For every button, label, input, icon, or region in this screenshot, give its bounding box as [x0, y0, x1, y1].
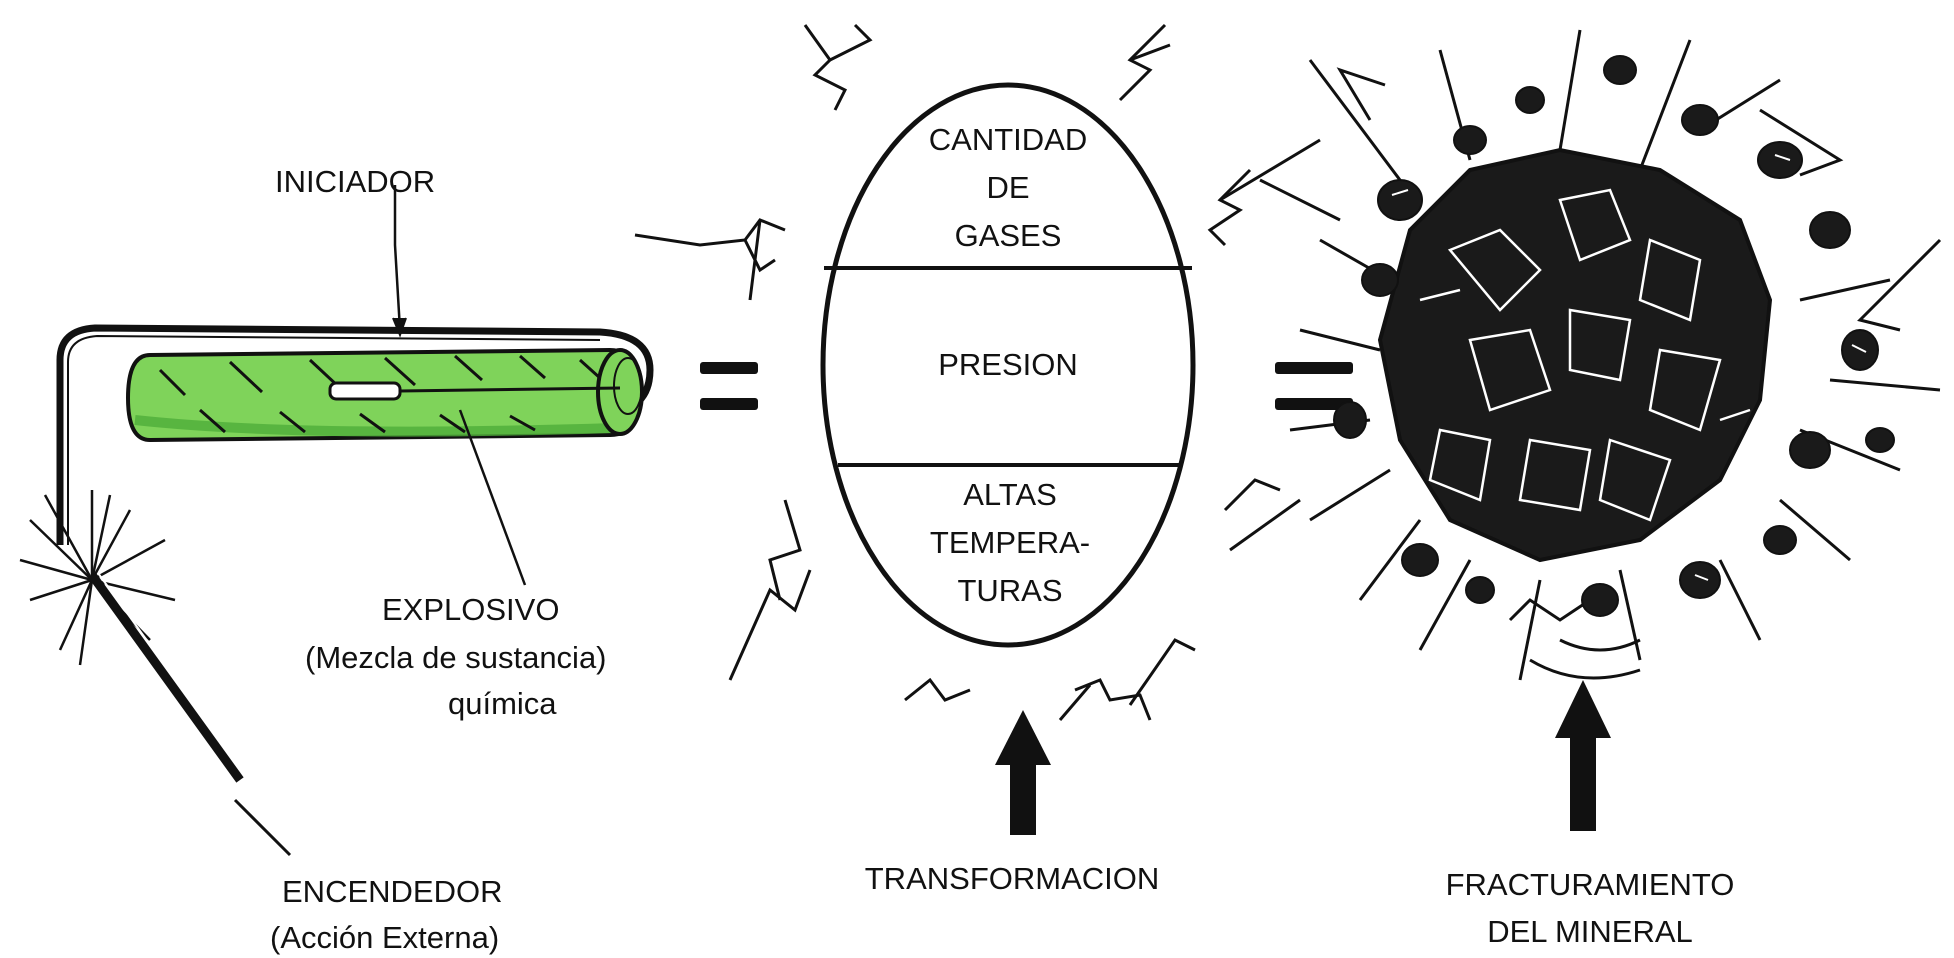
cartridge-texture	[158, 354, 602, 434]
fuse-wire	[56, 324, 654, 545]
leader-iniciador	[393, 185, 402, 331]
label-fracturamiento: FRACTURAMIENTO	[1446, 867, 1735, 902]
explosion-icon	[1259, 29, 1942, 681]
label-cantidad: CANTIDAD	[929, 122, 1087, 157]
label-gases: GASES	[955, 218, 1062, 253]
label-de: DE	[986, 170, 1029, 205]
label-altas: ALTAS	[963, 477, 1057, 512]
dynamite-cartridge	[56, 324, 654, 545]
equals-sign-icon	[700, 362, 758, 410]
leader-explosivo	[458, 409, 527, 586]
label-accion-externa: (Acción Externa)	[270, 920, 499, 955]
label-del-mineral: DEL MINERAL	[1487, 914, 1693, 949]
transformation-egg	[820, 82, 1196, 648]
label-quimica: química	[448, 686, 557, 721]
equals-sign-icon	[1275, 362, 1353, 410]
label-explosivo: EXPLOSIVO	[382, 592, 559, 627]
label-turas: TURAS	[957, 573, 1062, 608]
label-presion: PRESION	[938, 347, 1078, 382]
fuse-wire-inner	[67, 334, 601, 545]
up-arrow-icon	[1555, 680, 1611, 831]
label-tempera: TEMPERA-	[930, 525, 1090, 560]
up-arrow-icon	[995, 710, 1051, 835]
detonator-cap	[328, 381, 402, 401]
label-iniciador: INICIADOR	[275, 164, 435, 199]
label-encendedor: ENCENDEDOR	[282, 874, 502, 909]
label-mezcla: (Mezcla de sustancia)	[305, 640, 607, 675]
gas-burst-lines	[634, 23, 1321, 721]
lighter-match	[88, 572, 292, 857]
label-transformacion: TRANSFORMACION	[865, 861, 1160, 896]
